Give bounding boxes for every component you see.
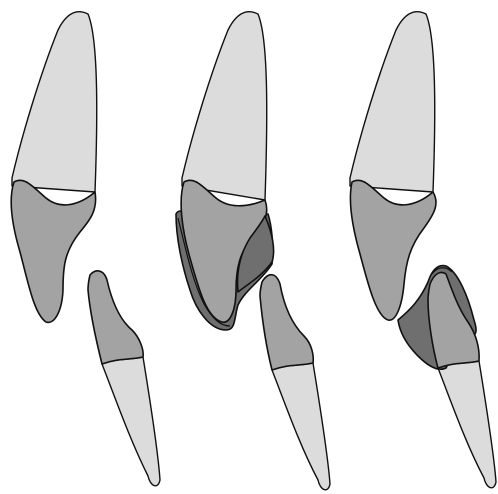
panel-2 bbox=[176, 12, 330, 490]
panel-3 bbox=[350, 12, 496, 488]
upper-tooth-root bbox=[350, 12, 435, 192]
upper-tooth-root bbox=[12, 12, 97, 192]
lower-tooth-crown bbox=[260, 275, 313, 370]
upper-tooth bbox=[176, 12, 274, 330]
upper-tooth-root bbox=[182, 12, 267, 200]
lower-tooth-root bbox=[102, 357, 160, 486]
upper-tooth bbox=[350, 12, 436, 320]
lower-tooth-crown bbox=[88, 271, 143, 364]
lower-tooth-root bbox=[438, 361, 496, 488]
lower-tooth bbox=[260, 275, 330, 490]
lower-tooth-root bbox=[272, 363, 330, 490]
upper-tooth-crown bbox=[11, 180, 96, 322]
panel-1 bbox=[11, 12, 160, 486]
lower-tooth bbox=[398, 266, 496, 488]
lower-tooth bbox=[88, 271, 160, 486]
upper-tooth bbox=[11, 12, 97, 323]
